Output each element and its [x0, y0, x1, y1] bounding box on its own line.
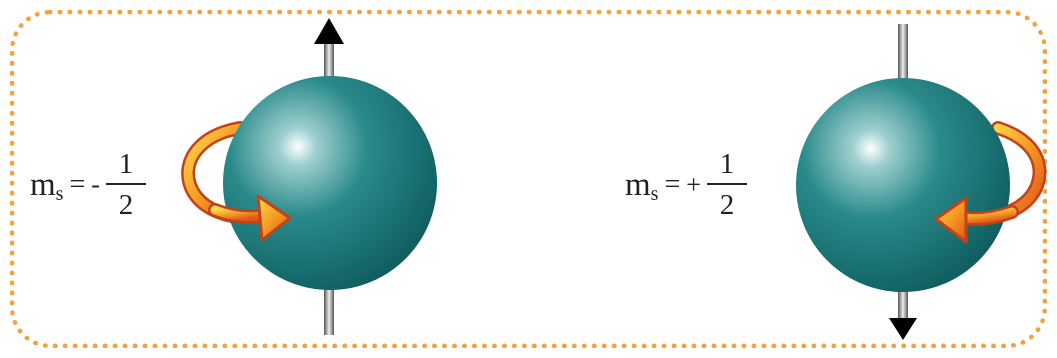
- right-spin-label: m s = + 1 2: [625, 150, 747, 220]
- right-denominator: 2: [719, 189, 735, 221]
- left-fraction: 1 2: [105, 148, 146, 221]
- right-fraction-bar: [706, 183, 747, 185]
- left-spin-label: m s = - 1 2: [30, 150, 146, 220]
- left-fraction-bar: [105, 183, 146, 185]
- right-fraction: 1 2: [706, 148, 747, 221]
- right-equals: =: [664, 169, 681, 200]
- left-equals: =: [69, 169, 86, 200]
- right-spin-arrowhead-icon: [934, 196, 968, 244]
- right-sign: +: [686, 170, 701, 199]
- right-axis-rod-top: [898, 24, 908, 94]
- left-subscript: s: [55, 183, 64, 205]
- right-numerator: 1: [719, 148, 735, 180]
- left-spin-arrowhead-icon: [256, 194, 292, 242]
- down-arrow-icon: [889, 318, 917, 340]
- left-symbol: m: [30, 166, 56, 203]
- left-axis-rod-bottom: [324, 280, 334, 335]
- right-axis-rod-bottom: [898, 282, 908, 322]
- left-axis-rod-top: [324, 40, 334, 95]
- right-symbol: m: [625, 166, 651, 203]
- right-electron: [796, 24, 1047, 340]
- left-sign: -: [91, 170, 100, 199]
- right-sphere: [796, 78, 1010, 292]
- left-denominator: 2: [118, 189, 134, 221]
- up-arrow-icon: [314, 18, 344, 44]
- left-electron: [181, 18, 437, 335]
- left-sphere: [223, 76, 437, 290]
- left-numerator: 1: [118, 148, 134, 180]
- right-subscript: s: [650, 183, 659, 205]
